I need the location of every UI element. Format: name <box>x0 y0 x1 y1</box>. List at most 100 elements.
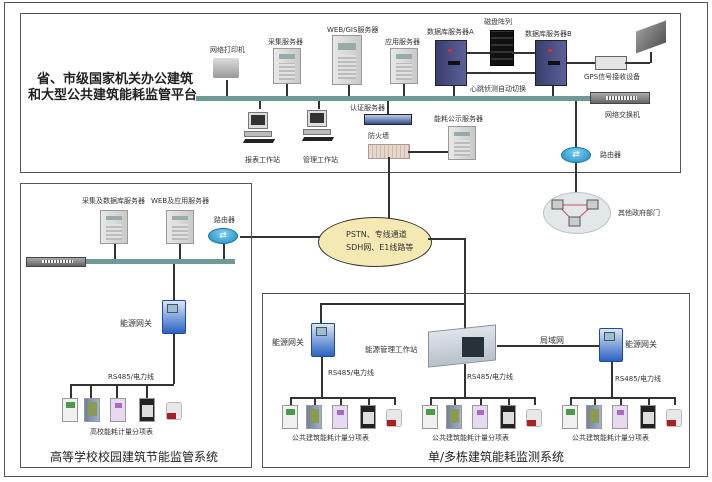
network-switch-icon <box>590 92 650 104</box>
connector <box>567 62 595 64</box>
building-meters-label: 公共建筑能耗计量分项表 <box>292 434 369 442</box>
building-meter-3-4 <box>640 405 656 429</box>
gps-receiver-label: GPS信号接收设备 <box>584 73 641 81</box>
network-printer-icon <box>213 58 239 78</box>
auth-server-icon <box>364 114 412 125</box>
connector <box>314 397 316 405</box>
link-cloud-to-building <box>464 238 466 334</box>
connector <box>648 397 650 405</box>
campus-system-title: 高等学校校园建筑节能监管系统 <box>50 450 219 464</box>
connector <box>464 364 466 397</box>
network-cloud <box>318 217 432 267</box>
building-meter-3-5 <box>666 409 682 427</box>
platform-router-icon <box>561 147 591 163</box>
campus-web-app-server-label: WEB及应用服务器 <box>151 197 210 205</box>
network-switch-label: 网络交换机 <box>605 111 640 119</box>
application-server-label: 应用服务器 <box>385 38 420 46</box>
gov-network-links <box>551 199 599 227</box>
link-cloud-to-building <box>428 238 464 240</box>
building-gateway-left-label: 能源网关 <box>272 338 304 347</box>
campus-meter-2 <box>84 398 100 422</box>
connector <box>575 101 577 147</box>
connector <box>173 264 175 300</box>
building-meters-label: 公共建筑能耗计量分项表 <box>572 434 649 442</box>
lan-link <box>497 345 599 347</box>
campus-panel <box>20 183 252 468</box>
building-meter-3-1 <box>562 405 578 429</box>
connector <box>480 397 482 405</box>
connector <box>453 86 455 96</box>
campus-web-app-server-icon <box>166 210 194 244</box>
connector <box>340 397 342 405</box>
building-gateway-left-icon <box>311 323 335 357</box>
connector <box>467 52 490 54</box>
connector <box>320 303 322 325</box>
database-server-a-icon <box>435 40 467 86</box>
disk-array-label: 磁盘阵列 <box>484 18 512 26</box>
building-meter-2-2 <box>446 405 462 429</box>
connector <box>394 397 396 405</box>
building-meter-2-1 <box>422 405 438 429</box>
database-server-a-label: 数据库服务器A <box>427 28 474 36</box>
campus-backbone <box>86 259 235 264</box>
energy-workstation-label: 能源管理工作站 <box>365 345 418 354</box>
database-server-b-icon <box>535 40 567 86</box>
building-meters-label: 公共建筑能耗计量分项表 <box>432 434 509 442</box>
building-rs485-bus <box>570 397 674 399</box>
connector <box>534 397 536 405</box>
campus-meter-5 <box>166 402 182 420</box>
connector <box>318 101 320 109</box>
platform-router-label: 路由器 <box>600 151 621 159</box>
connector <box>259 101 261 109</box>
campus-meter-3 <box>110 398 126 422</box>
connector <box>508 397 510 405</box>
network-cloud-line2: SDH网、E1线路等 <box>346 243 414 252</box>
heartbeat-line <box>467 72 535 74</box>
building-meter-1-3 <box>332 405 348 429</box>
gov-departments-cloud <box>543 192 611 234</box>
connector <box>552 86 554 96</box>
building-panel <box>262 293 690 468</box>
campus-router-icon <box>208 228 238 244</box>
campus-switch-icon <box>26 257 86 267</box>
campus-bus-label: RS485/电力线 <box>108 373 155 381</box>
platform-title-line2: 和大型公共建筑能耗监管平台 <box>28 88 198 103</box>
connector <box>674 397 676 405</box>
building-bus-label-middle: RS485/电力线 <box>467 373 514 381</box>
link-router-to-gov <box>575 163 577 193</box>
building-bus-label-right: RS485/电力线 <box>615 375 662 383</box>
building-rs485-bus <box>430 397 534 399</box>
building-meter-2-4 <box>500 405 516 429</box>
building-gateway-right-icon <box>599 328 623 362</box>
connector <box>173 334 175 384</box>
energy-publish-server-label: 能耗公示服务器 <box>434 115 483 123</box>
network-printer-label: 网络打印机 <box>210 46 245 54</box>
building-meter-1-4 <box>360 405 376 429</box>
campus-meter-1 <box>62 398 78 422</box>
network-cloud-line1: PSTN、专线通道 <box>346 230 407 239</box>
lan-label: 局域网 <box>540 336 564 345</box>
connector <box>146 384 148 398</box>
connector <box>321 357 323 397</box>
connector <box>286 84 288 96</box>
connector <box>320 303 465 305</box>
connector <box>430 397 432 405</box>
connector <box>620 397 622 405</box>
database-server-b-label: 数据库服务器B <box>525 30 572 38</box>
connector <box>594 397 596 405</box>
campus-collection-db-server-icon <box>100 210 128 244</box>
energy-workstation-screen <box>462 337 484 357</box>
campus-router-label: 路由器 <box>214 216 235 224</box>
building-meter-3-3 <box>612 405 628 429</box>
building-gateway-right-label: 能源网关 <box>625 340 657 349</box>
auth-server-label: 认证服务器 <box>350 104 385 112</box>
gps-receiver-icon <box>595 56 627 70</box>
campus-collection-db-server-label: 采集及数据库服务器 <box>82 197 145 205</box>
building-bus-label-left: RS485/电力线 <box>328 369 375 377</box>
connector <box>570 397 572 405</box>
building-meter-3-2 <box>586 405 602 429</box>
campus-energy-gateway-icon <box>162 300 186 334</box>
web-gis-server-icon <box>332 35 362 85</box>
gov-departments-label: 其他政府部门 <box>618 209 660 217</box>
connector <box>611 362 613 397</box>
